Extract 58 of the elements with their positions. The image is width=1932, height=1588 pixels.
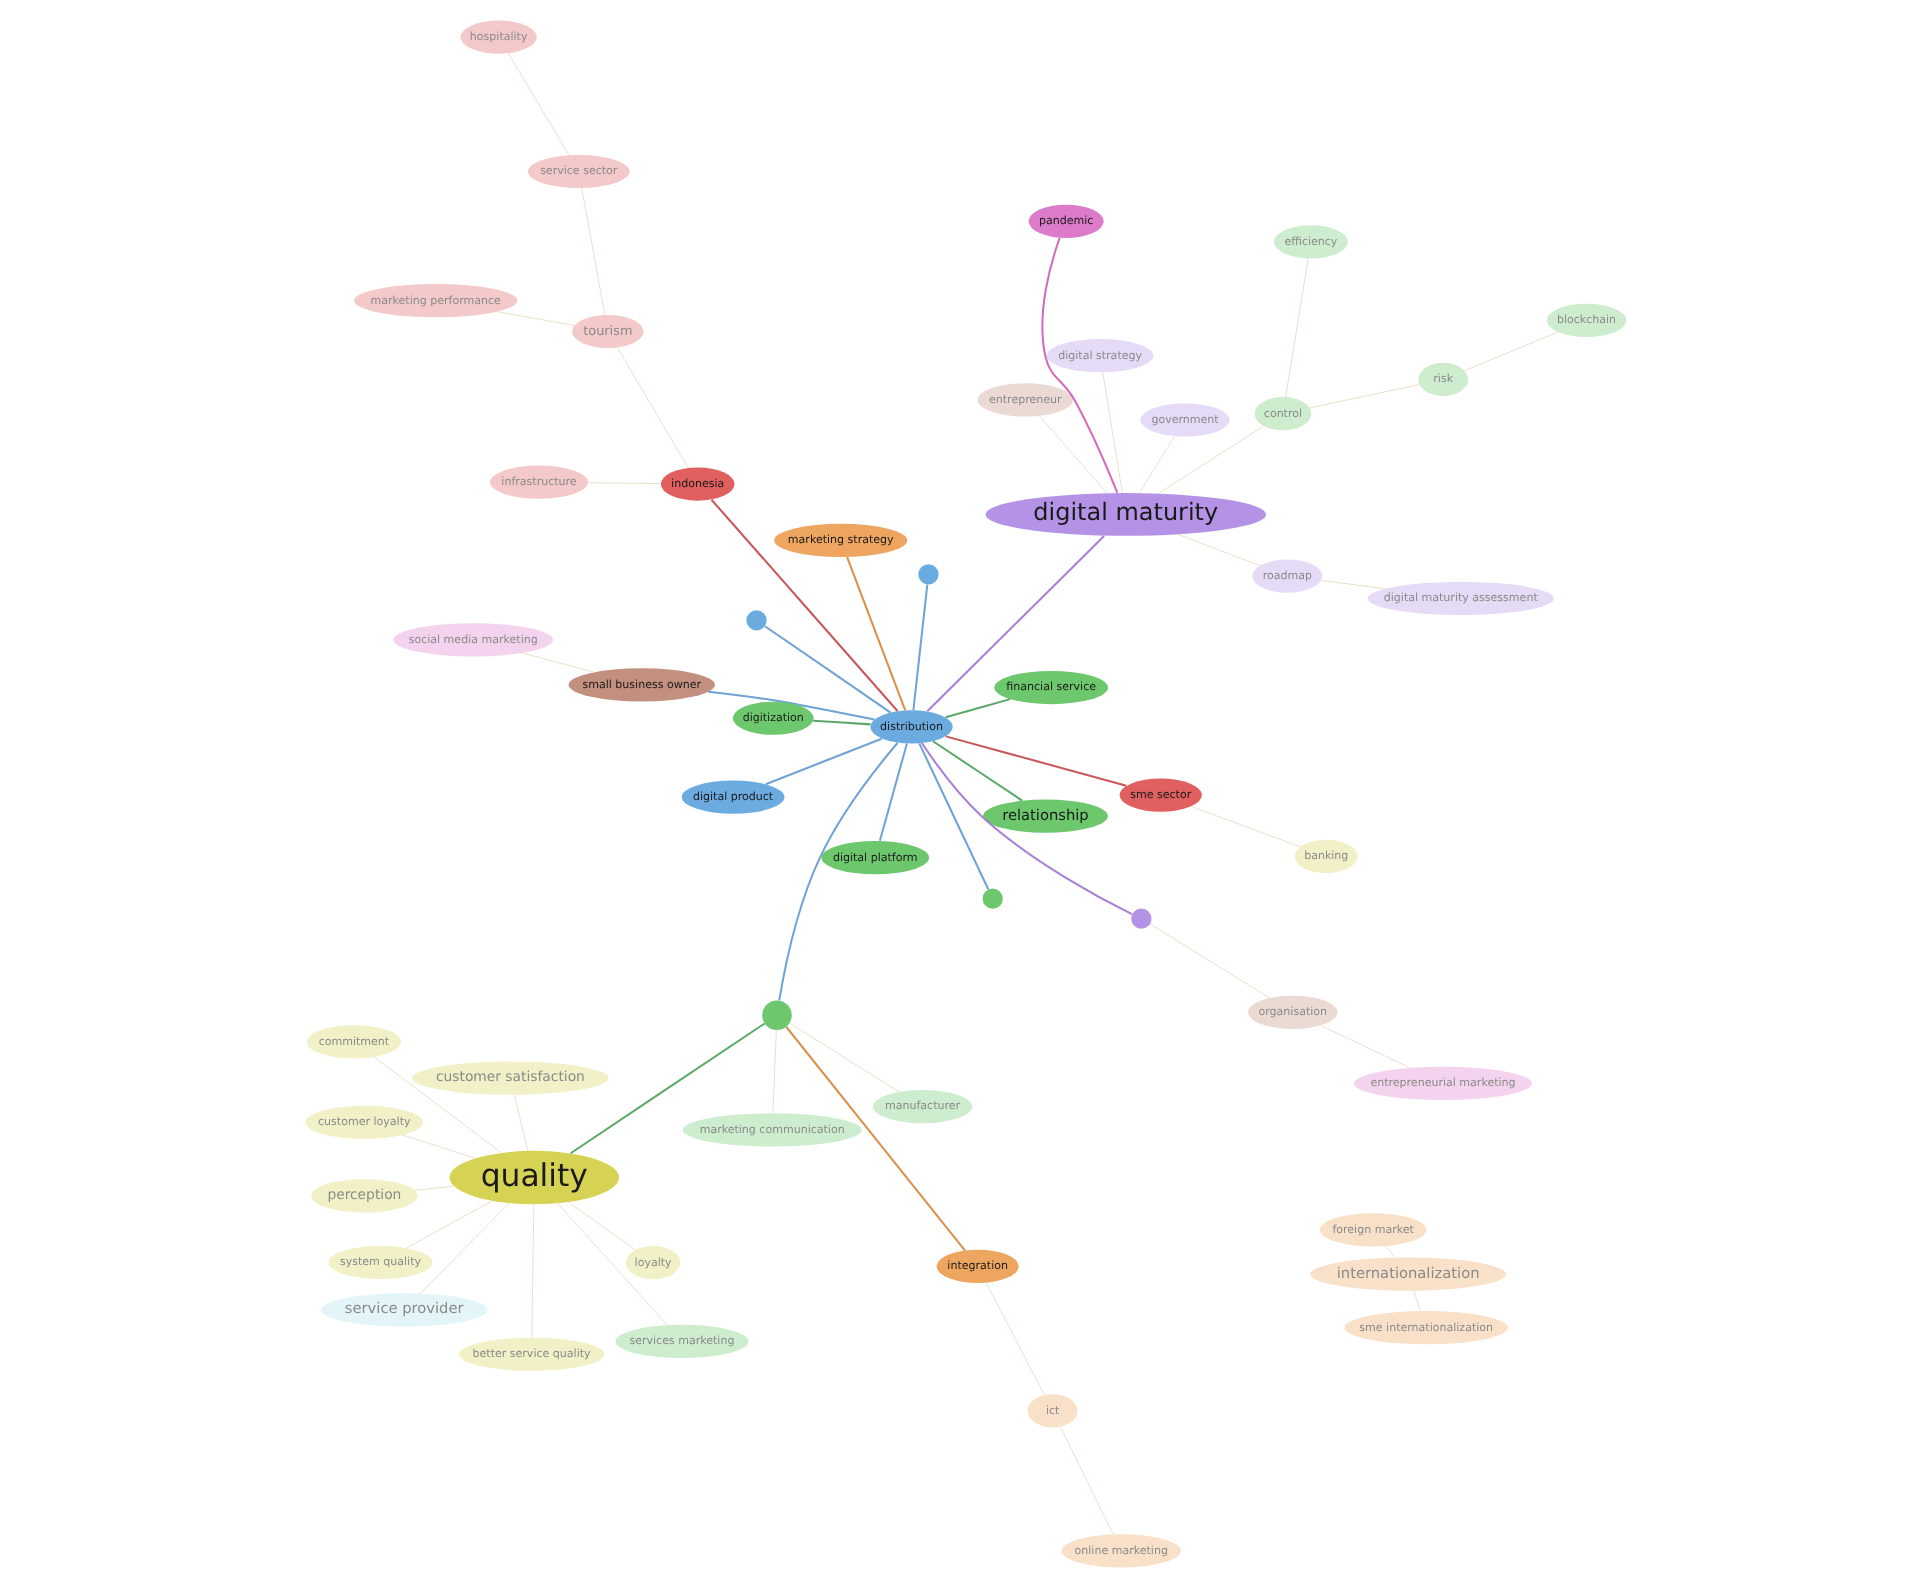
connector bbox=[772, 1029, 777, 1114]
connector bbox=[570, 1022, 766, 1155]
connector bbox=[507, 52, 570, 156]
connector bbox=[406, 1200, 493, 1249]
connector bbox=[945, 735, 1127, 787]
connector bbox=[420, 1202, 510, 1294]
connector bbox=[926, 535, 1105, 713]
connector bbox=[402, 1134, 476, 1159]
node-circle bbox=[762, 1000, 792, 1030]
node-ellipse: quality bbox=[449, 1150, 619, 1205]
connector bbox=[514, 1094, 529, 1152]
connector bbox=[496, 311, 575, 326]
connector bbox=[1149, 923, 1270, 999]
connector bbox=[878, 743, 908, 842]
connector bbox=[846, 556, 907, 711]
connector bbox=[813, 719, 871, 726]
connector bbox=[1385, 1245, 1396, 1259]
connector bbox=[1285, 258, 1309, 398]
connector bbox=[765, 737, 883, 786]
connector bbox=[1138, 436, 1176, 494]
connector bbox=[531, 1204, 535, 1339]
connector bbox=[912, 584, 929, 711]
connector bbox=[616, 347, 689, 469]
connector bbox=[985, 1282, 1045, 1396]
connector bbox=[373, 1056, 502, 1154]
connector bbox=[1464, 331, 1559, 371]
connector bbox=[778, 742, 899, 1001]
connector bbox=[1413, 1290, 1422, 1312]
connector bbox=[710, 499, 899, 712]
connector bbox=[1320, 580, 1386, 590]
connector bbox=[521, 652, 595, 673]
connector bbox=[1320, 1025, 1411, 1069]
connector bbox=[1038, 415, 1108, 494]
connector bbox=[708, 690, 875, 721]
connector bbox=[1177, 534, 1261, 567]
connector bbox=[1102, 371, 1123, 494]
connector bbox=[764, 625, 892, 714]
connector bbox=[568, 1201, 636, 1251]
connector bbox=[587, 482, 662, 485]
connector bbox=[789, 1022, 900, 1093]
connector bbox=[557, 1203, 668, 1326]
node-circle bbox=[982, 888, 1003, 909]
connector bbox=[1041, 237, 1119, 494]
connector bbox=[785, 1026, 966, 1252]
connector bbox=[581, 187, 606, 316]
node-circle bbox=[918, 564, 939, 585]
node-ellipse: digital maturity bbox=[985, 493, 1267, 536]
connector bbox=[932, 740, 1023, 802]
connector bbox=[1060, 1426, 1114, 1535]
connector bbox=[945, 698, 1011, 719]
node-circle bbox=[746, 610, 767, 631]
connector bbox=[918, 742, 990, 890]
node-circle bbox=[1131, 908, 1152, 929]
connector bbox=[1190, 805, 1301, 848]
connector bbox=[1158, 425, 1265, 494]
connector bbox=[921, 742, 1133, 915]
connector bbox=[414, 1185, 455, 1191]
connector bbox=[1309, 384, 1420, 409]
